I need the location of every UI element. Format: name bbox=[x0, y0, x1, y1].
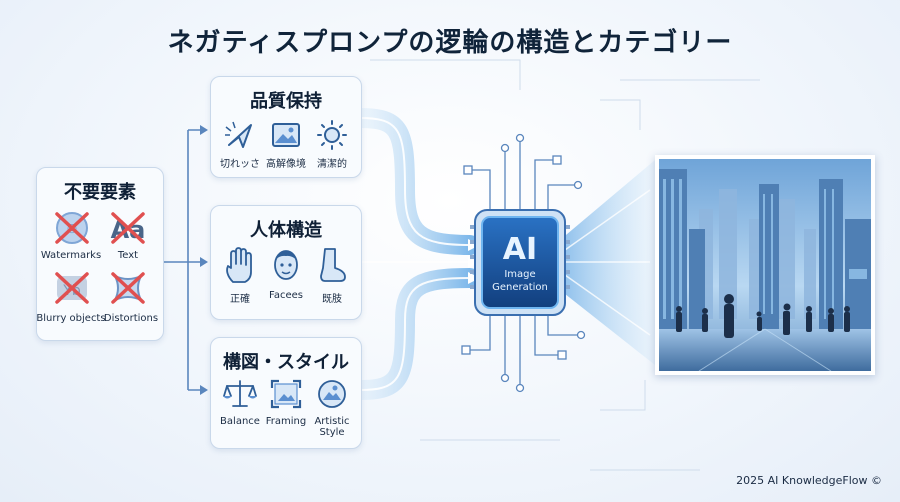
face-icon bbox=[274, 250, 298, 280]
blurry-objects-label: Blurry objects bbox=[36, 313, 106, 324]
text-label: Text bbox=[117, 250, 139, 261]
sharp-cursor-icon bbox=[225, 121, 252, 148]
chip-traces bbox=[468, 140, 578, 385]
sharpness-label: 切れッさ bbox=[220, 159, 260, 170]
composition-title: 構図・スタイル bbox=[223, 352, 349, 373]
copyright-footer: 2025 AI KnowledgeFlow © bbox=[736, 474, 882, 487]
foot-icon bbox=[320, 248, 346, 282]
anatomy-title: 人体構造 bbox=[250, 220, 322, 241]
generated-city-image bbox=[655, 155, 875, 375]
watermarks-label: Watermarks bbox=[40, 250, 102, 261]
chip-image-text: Image bbox=[504, 269, 535, 280]
composition-card: 構図・スタイル Balance Framing Artistic Style bbox=[210, 337, 362, 449]
balance-scale-icon bbox=[223, 380, 257, 407]
text-aa-crossed-icon: Aa bbox=[111, 212, 145, 244]
clarity-label: 清潔的 bbox=[317, 159, 347, 170]
artistic-style-label: Artistic Style bbox=[314, 416, 350, 438]
unwanted-elements-title: 不要要素 bbox=[64, 182, 136, 203]
anatomy-card: 人体構造 正確 Facees 既肢 bbox=[210, 205, 362, 320]
quality-card: 品質保持 切れッさ 高解像境 清潔的 bbox=[210, 76, 362, 178]
sun-clarity-icon bbox=[317, 120, 347, 150]
framing-label: Framing bbox=[265, 416, 307, 427]
artistic-style-icon bbox=[318, 380, 346, 408]
framing-icon bbox=[270, 379, 302, 409]
limbs-label: 既肢 bbox=[322, 294, 342, 305]
watermark-crossed-icon: © bbox=[55, 212, 89, 244]
faces-label: Facees bbox=[269, 290, 303, 301]
image-icon bbox=[272, 123, 300, 147]
balance-label: Balance bbox=[220, 416, 260, 427]
chip-generation-text: Generation bbox=[492, 282, 548, 293]
blurry-crossed-icon: Yb bbox=[55, 272, 89, 304]
page-title: ネガティスプロンプの逻輪の構造とカテゴリー bbox=[167, 28, 733, 58]
quality-title: 品質保持 bbox=[250, 91, 322, 112]
distortions-label: Distortions bbox=[103, 313, 159, 324]
hand-icon bbox=[226, 247, 252, 283]
branch-lines bbox=[162, 129, 205, 391]
high-resolution-label: 高解像境 bbox=[266, 159, 306, 170]
distortion-crossed-icon bbox=[111, 272, 145, 304]
unwanted-elements-card: 不要要素 © Aa Watermarks Text Yb Blurry obje… bbox=[36, 167, 164, 341]
ai-chip: AI Image Generation bbox=[470, 209, 570, 316]
accuracy-label: 正確 bbox=[230, 294, 250, 305]
chip-ai-text: AI bbox=[503, 232, 537, 267]
